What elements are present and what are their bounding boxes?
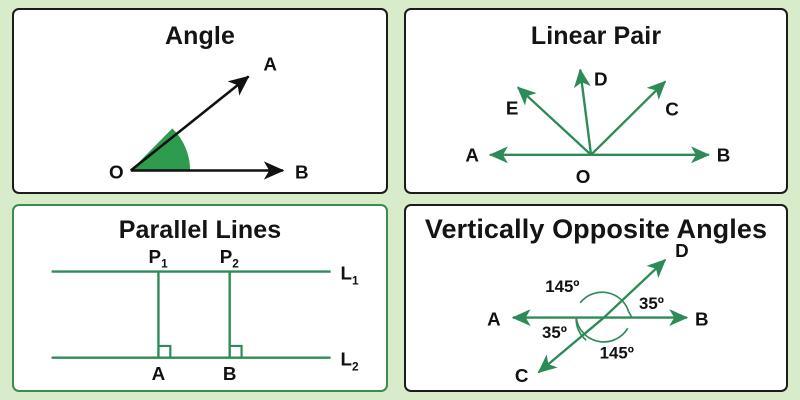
- label-point-a: A: [465, 145, 479, 166]
- panel-linear-pair: Linear Pair O A B C: [404, 8, 788, 194]
- right-angle-mark-a: [158, 344, 172, 358]
- panel-parallel-lines-title: Parallel Lines: [118, 216, 282, 244]
- ray-oc: [590, 80, 667, 156]
- angle-figure: O A B: [14, 10, 386, 192]
- panel-angle-title: Angle: [165, 22, 235, 50]
- ray-oe: [516, 86, 592, 156]
- panel-parallel-lines: Parallel Lines P1 P2: [12, 204, 388, 392]
- ray-od-vertical: [603, 258, 667, 319]
- parallel-lines-figure: P1 P2 L1 L2 A B: [14, 206, 386, 390]
- label-point-p2: P2: [220, 246, 240, 271]
- panel-vertical-angles: Vertically Opposite Angles: [404, 204, 788, 392]
- label-point-a: A: [263, 54, 277, 75]
- angle-arc-top: [579, 291, 630, 312]
- label-point-a: A: [487, 308, 501, 329]
- label-point-d: D: [675, 240, 689, 261]
- right-angle-mark-b: [229, 344, 243, 358]
- label-point-o: O: [109, 161, 124, 182]
- label-point-b: B: [223, 363, 237, 384]
- label-point-p1: P1: [149, 246, 169, 271]
- panel-angle: Angle O A B: [12, 8, 388, 194]
- angle-label-bottom: 145º: [600, 344, 634, 363]
- ray-oa: [129, 75, 250, 172]
- linear-pair-figure: O A B C D E: [406, 10, 786, 192]
- label-point-b: B: [717, 145, 731, 166]
- vertical-angles-figure: A B C D 145º 35º 35º 145º: [406, 206, 786, 390]
- ray-od: [573, 68, 593, 155]
- label-line-l1: L1: [340, 262, 359, 287]
- label-point-e: E: [506, 98, 519, 119]
- ray-oc-vertical: [537, 316, 605, 374]
- angle-label-top: 145º: [545, 277, 579, 296]
- label-point-c: C: [515, 365, 529, 386]
- label-point-b: B: [295, 161, 309, 182]
- label-point-b: B: [695, 308, 709, 329]
- label-point-c: C: [665, 99, 679, 120]
- label-point-d: D: [594, 68, 608, 89]
- panel-linear-pair-title: Linear Pair: [530, 22, 662, 50]
- angle-arc-bottom: [575, 317, 629, 343]
- label-point-a: A: [152, 363, 166, 384]
- label-line-l2: L2: [340, 349, 359, 374]
- label-point-o: O: [576, 166, 591, 187]
- angle-label-right: 35º: [639, 294, 664, 313]
- panel-vertical-angles-title: Vertically Opposite Angles: [424, 214, 768, 244]
- angle-label-left: 35º: [542, 323, 567, 342]
